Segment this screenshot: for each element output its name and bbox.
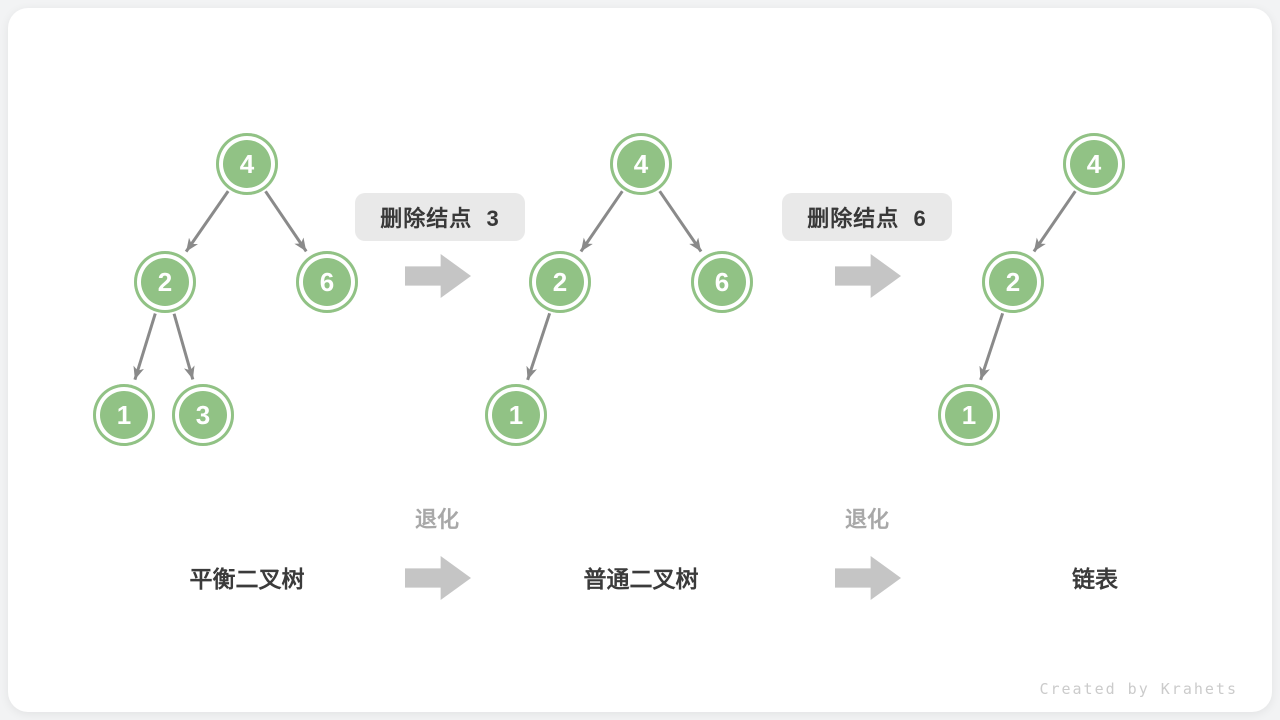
tree-node-ordinary-binary-tree-1: 1	[485, 384, 547, 446]
tree-node-linked-list-2: 2	[982, 251, 1044, 313]
caption-tree-type: 链表	[1072, 566, 1118, 592]
tree-node-ordinary-binary-tree-2: 2	[529, 251, 591, 313]
tree-node-balanced-binary-tree-3: 3	[172, 384, 234, 446]
tree-node-linked-list-1: 1	[938, 384, 1000, 446]
tree-node-balanced-binary-tree-4: 4	[216, 133, 278, 195]
caption-tree-type: 普通二叉树	[583, 566, 699, 592]
tree-node-ordinary-binary-tree-6: 6	[691, 251, 753, 313]
delete-node-badge-1: 删除结点 3	[355, 193, 525, 241]
delete-node-badge-2: 删除结点 6	[782, 193, 952, 241]
diagram-card	[8, 8, 1272, 712]
caption-tree-type: 平衡二叉树	[189, 566, 305, 592]
tree-node-balanced-binary-tree-1: 1	[93, 384, 155, 446]
tree-node-linked-list-4: 4	[1063, 133, 1125, 195]
watermark: Created by Krahets	[1039, 680, 1238, 698]
tree-node-balanced-binary-tree-2: 2	[134, 251, 196, 313]
caption-degrade: 退化	[414, 507, 460, 532]
tree-node-ordinary-binary-tree-4: 4	[610, 133, 672, 195]
caption-degrade: 退化	[844, 507, 890, 532]
tree-node-balanced-binary-tree-6: 6	[296, 251, 358, 313]
